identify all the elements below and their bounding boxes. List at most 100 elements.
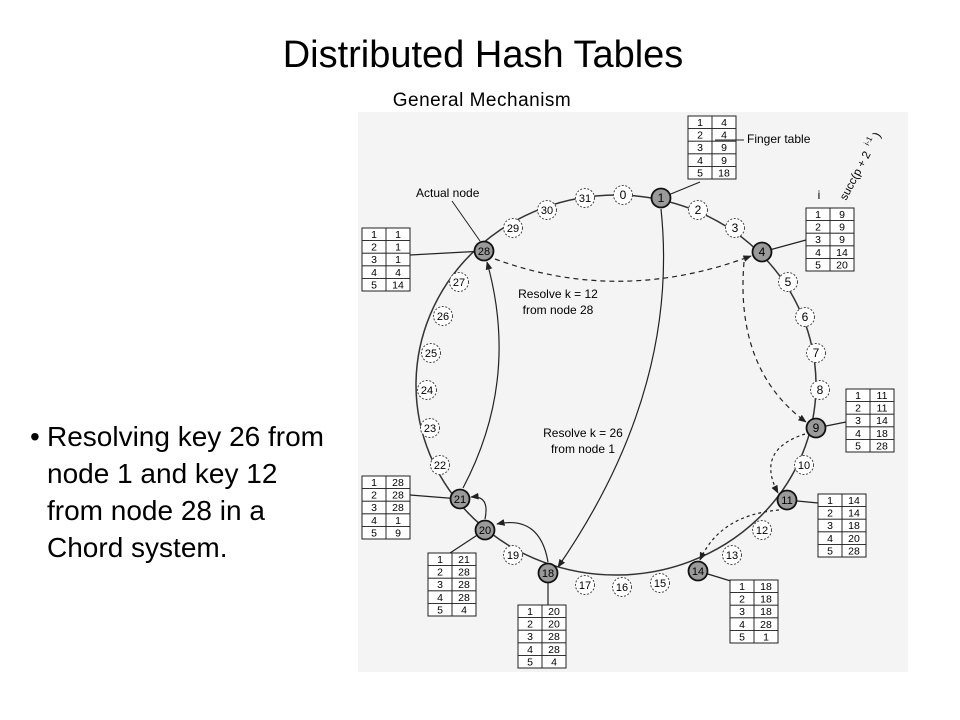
slide-title: Distributed Hash Tables [282, 34, 684, 76]
finger-table-successor: 14 [392, 279, 404, 291]
lookup-arrow-21-to-28 [462, 261, 500, 489]
identifier-node-31: 31 [575, 188, 595, 208]
identifier-node-circle [503, 218, 523, 238]
identifier-node-17: 17 [575, 575, 595, 595]
finger-table-successor: 28 [458, 567, 470, 579]
active-node-circle [474, 519, 496, 541]
identifier-node-16: 16 [612, 577, 632, 597]
node-label: 9 [813, 421, 820, 435]
identifier-node-circle [778, 272, 798, 292]
finger-table-successor: 9 [395, 527, 401, 539]
finger-table-cell [385, 277, 411, 292]
finger-table-index: 1 [527, 606, 533, 618]
active-node-circle [650, 187, 672, 209]
finger-table-successor: 4 [461, 604, 467, 616]
active-node-circle [687, 560, 709, 582]
resolve-k12-label: Resolve k = 12 [518, 287, 598, 301]
finger-table-successor: 9 [721, 155, 727, 167]
identifier-node-circle [575, 188, 595, 208]
active-node-21: 21 [449, 488, 471, 510]
finger-table-successor: 14 [836, 247, 848, 259]
finger-table-index: 2 [371, 490, 377, 502]
finger-table-successor: 18 [760, 581, 772, 593]
finger-table-successor: 18 [718, 167, 730, 179]
node-label: 10 [798, 460, 810, 472]
finger-table-successor: 28 [392, 477, 404, 489]
finger-table-index: 3 [827, 520, 833, 532]
identifier-node-circle [612, 577, 632, 597]
finger-table-index: 1 [815, 209, 821, 221]
finger-table-successor: 9 [839, 222, 845, 234]
identifier-node-circle [794, 455, 814, 475]
active-node-11: 11 [776, 489, 798, 511]
finger-table-index: 5 [697, 167, 703, 179]
identifier-node-23: 23 [420, 418, 440, 438]
finger-table-cell [841, 544, 867, 558]
finger-table-index: 4 [437, 592, 443, 604]
finger-table-index: 2 [855, 403, 861, 415]
identifier-node-circle [795, 307, 815, 327]
finger-table-index: 2 [739, 594, 745, 606]
finger-table-index: 1 [855, 390, 861, 402]
identifier-node-circle [575, 575, 595, 595]
node-label: 8 [817, 383, 824, 397]
finger-table-successor: 20 [548, 619, 560, 631]
node-label: 27 [453, 277, 465, 289]
finger-table-index: 5 [855, 440, 861, 452]
identifier-node-circle [725, 218, 745, 238]
finger-table-successor: 1 [395, 254, 401, 266]
finger-table-label: Finger table [747, 132, 811, 146]
finger-table-successor: 20 [836, 259, 848, 271]
finger-table-index: 4 [371, 515, 377, 527]
identifier-node-circle [417, 380, 437, 400]
finger-table-index: 2 [697, 130, 703, 142]
finger-table-successor: 14 [848, 495, 860, 507]
identifier-node-6: 6 [795, 307, 815, 327]
finger-table-successor: 4 [551, 656, 557, 668]
node-label: 5 [785, 275, 792, 289]
identifier-node-circle [537, 200, 557, 220]
finger-table-index: 1 [697, 117, 703, 129]
active-node-circle [805, 417, 827, 439]
identifier-node-25: 25 [421, 343, 441, 363]
actual-node-label: Actual node [416, 186, 480, 200]
node-label: 0 [620, 188, 627, 202]
finger-table-index: 5 [437, 604, 443, 616]
identifier-node-circle [430, 455, 450, 475]
finger-table-cell [541, 655, 567, 669]
finger-table-index: 2 [371, 242, 377, 254]
node-label: 29 [507, 223, 519, 235]
finger-table-index: 3 [437, 579, 443, 591]
finger-table-index: 4 [697, 155, 703, 167]
column-i-label: i [818, 188, 821, 202]
identifier-node-12: 12 [752, 520, 772, 540]
finger-table-index: 5 [827, 545, 833, 557]
identifier-node-8: 8 [810, 380, 830, 400]
lookup-arrow-28-to-4 [494, 255, 752, 282]
finger-table-index: 5 [815, 259, 821, 271]
node-label: 20 [479, 525, 491, 537]
finger-table-index: 4 [739, 619, 745, 631]
finger-table-cell [869, 438, 895, 453]
active-node-20: 20 [474, 519, 496, 541]
active-node-1: 1 [650, 187, 672, 209]
identifier-node-3: 3 [725, 218, 745, 238]
bullet-text: Resolving key 26 from node 1 and key 12 … [47, 421, 325, 563]
node-label: 16 [616, 582, 628, 594]
finger-table-index: 5 [527, 656, 533, 668]
finger-table-successor: 1 [763, 631, 769, 643]
finger-table-successor: 1 [395, 515, 401, 527]
identifier-node-circle [420, 418, 440, 438]
active-node-9: 9 [805, 417, 827, 439]
finger-table-successor: 20 [548, 606, 560, 618]
node-label: 23 [424, 423, 436, 435]
finger-table-successor: 28 [760, 619, 772, 631]
identifier-node-circle [650, 573, 670, 593]
identifier-node-circle [503, 545, 523, 565]
node-label: 17 [579, 580, 591, 592]
identifier-node-30: 30 [537, 200, 557, 220]
identifier-node-0: 0 [613, 185, 633, 205]
